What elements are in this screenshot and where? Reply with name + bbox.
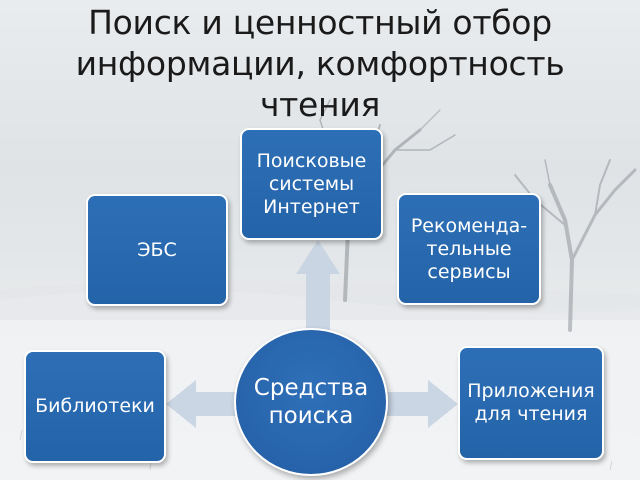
node-recommendation-line-2: тельные	[426, 237, 512, 260]
node-search-systems-line-2: системы	[268, 172, 355, 195]
center-node-search-tools: Средства поиска	[234, 328, 388, 476]
node-libraries: Библиотеки	[24, 350, 166, 463]
node-search-systems-line-1: Поисковые	[256, 149, 367, 172]
node-search-systems-line-3: Интернет	[263, 195, 360, 218]
node-ebs-label: ЭБС	[137, 238, 177, 261]
node-search-systems: Поисковые системы Интернет	[240, 128, 383, 240]
center-node-line-2: поиска	[268, 403, 354, 429]
node-reading-apps-line-1: Приложения	[467, 380, 595, 402]
page-title: Поиск и ценностный отбор информации, ком…	[40, 2, 600, 125]
title-line-1: Поиск и ценностный отбор	[88, 3, 552, 42]
title-line-2: информации, комфортность	[75, 44, 565, 83]
node-recommendation-line-3: сервисы	[427, 260, 511, 283]
node-reading-apps-line-2: для чтения	[474, 403, 588, 425]
node-ebs: ЭБС	[86, 194, 228, 306]
arrow-left-icon	[166, 380, 238, 428]
arrow-right-icon	[386, 380, 458, 428]
title-line-3: чтения	[259, 85, 381, 124]
node-reading-apps: Приложения для чтения	[458, 346, 604, 460]
arrow-up-icon	[296, 240, 340, 334]
node-recommendation-services: Рекоменда- тельные сервисы	[397, 193, 541, 305]
node-recommendation-line-1: Рекоменда-	[410, 214, 528, 237]
center-node-line-1: Средства	[253, 375, 369, 401]
node-libraries-label: Библиотеки	[35, 395, 155, 417]
